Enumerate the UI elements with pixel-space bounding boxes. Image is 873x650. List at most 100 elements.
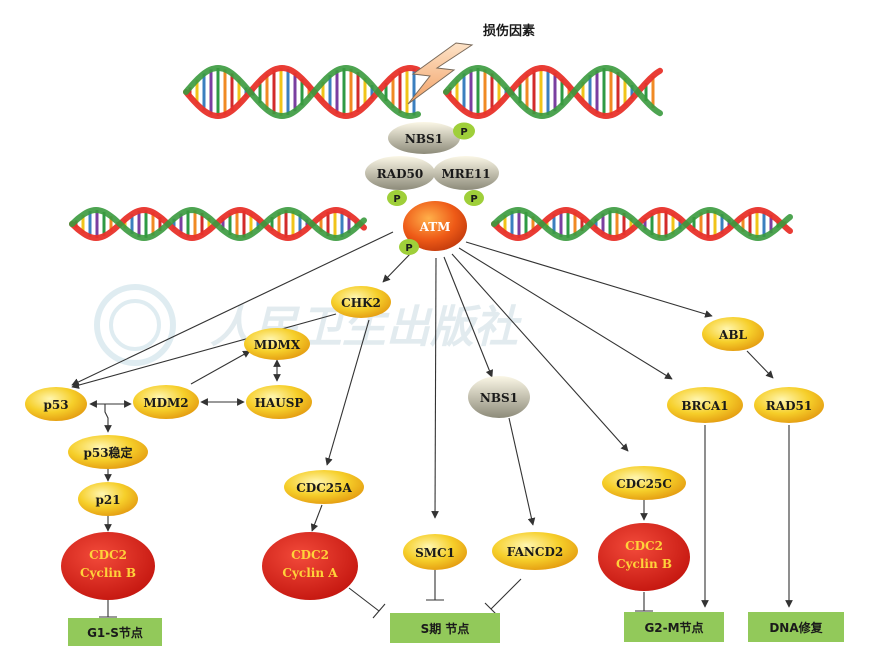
- endpoint-g2m-label: G2-M节点: [644, 620, 703, 635]
- node-cdc25c: [602, 466, 686, 500]
- node-cdc2-g1-line1: CDC2: [89, 548, 127, 562]
- node-cdc2-cyclina: [262, 532, 358, 600]
- node-cdc2-s-line1: CDC2: [291, 548, 329, 562]
- inhibit-fancd2-s: [484, 578, 522, 616]
- edge-abl-rad51: [746, 350, 774, 379]
- edge-p53-stable: [104, 404, 112, 433]
- node-p53-stable: [68, 435, 148, 469]
- dna-strand: [183, 64, 421, 120]
- edge-nbs1-fancd2: [508, 417, 536, 526]
- node-mdmx: [244, 328, 310, 360]
- endpoint-dna-repair-label: DNA修复: [769, 620, 823, 635]
- node-p53-stable-label: p53稳定: [83, 445, 132, 460]
- node-atm-label: ATM: [419, 220, 451, 234]
- endpoint-g1s-label: G1-S节点: [87, 625, 143, 640]
- node-mdm2: [133, 385, 199, 419]
- phospho-label: P: [460, 127, 467, 138]
- phospho-label: P: [470, 194, 477, 205]
- phospho-label: P: [393, 194, 400, 205]
- node-cdc2-g2-line2: Cyclin B: [616, 557, 672, 571]
- node-smc1: [403, 534, 467, 570]
- edge-atm-cdc25c: [451, 253, 629, 452]
- endpoint-g1s-box: [68, 618, 162, 646]
- dna-strand: [443, 64, 663, 120]
- edge-cdc25a-cdc2: [310, 504, 323, 532]
- node-p53-label: p53: [43, 398, 68, 412]
- node-atm: [403, 201, 467, 251]
- node-chk2-label: CHK2: [341, 296, 381, 310]
- inhibit-cdc2-g1s: [99, 600, 117, 618]
- dna-helix-group: [69, 64, 793, 242]
- dna-strand: [69, 206, 367, 242]
- node-rad50-label: RAD50: [377, 167, 423, 181]
- node-mdm2-label: MDM2: [143, 396, 188, 410]
- node-brca1: [667, 387, 743, 423]
- node-hausp: [246, 385, 312, 419]
- node-hausp-label: HAUSP: [255, 396, 304, 410]
- node-cdc2-cyclinb-g2: [598, 523, 690, 591]
- node-nbs1-mid-label: NBS1: [480, 391, 518, 405]
- phospho-badge: [399, 239, 419, 255]
- edge-chk2-p53: [71, 313, 337, 389]
- edge-atm-abl: [465, 241, 713, 318]
- dna-helix-mid-right: [491, 206, 793, 242]
- edge-mdm2-mdmx: [190, 350, 251, 385]
- inhibit-smc1-s: [426, 570, 444, 601]
- inhibit-cdc2-g2m: [635, 592, 653, 612]
- dna-helix-top-right: [443, 64, 663, 120]
- node-mre11-label: MRE11: [441, 167, 490, 181]
- phospho-badge: [464, 190, 484, 206]
- node-fancd2: [492, 532, 578, 570]
- p53-branch: CHK2 MDMX p53 MDM2 HAUSP p53稳定 p21 CDC2 …: [25, 286, 391, 600]
- dna-strand: [443, 64, 663, 120]
- phospho-label: P: [405, 243, 412, 254]
- node-brca1-label: BRCA1: [681, 399, 728, 413]
- node-nbs1-top-label: NBS1: [405, 132, 443, 146]
- mrn-complex: NBS1 P RAD50 MRE11 P P ATM P: [365, 122, 499, 255]
- node-cdc2-g2-line1: CDC2: [625, 539, 663, 553]
- phospho-badge: [453, 122, 475, 140]
- endpoint-s-box: [390, 613, 500, 643]
- edge-atm-p53: [71, 231, 394, 386]
- dna-helix-top-left: [183, 64, 421, 120]
- edge-chk2-cdc25a: [325, 319, 370, 466]
- node-cdc2-cyclinb-g1: [61, 532, 155, 600]
- edge-atm-brca1: [458, 247, 673, 380]
- endpoint-dna-repair-box: [748, 612, 844, 642]
- inhibit-cdc2-s: [348, 587, 386, 619]
- node-mre11: [433, 156, 499, 190]
- node-cdc25a-label: CDC25A: [296, 481, 352, 495]
- edge-atm-smc1: [431, 257, 439, 519]
- node-fancd2-label: FANCD2: [507, 545, 563, 559]
- edges: [71, 231, 793, 619]
- edge-atm-nbs1: [443, 256, 494, 378]
- node-nbs1-mid: [468, 376, 530, 418]
- node-rad50: [365, 156, 435, 190]
- node-rad51: [754, 387, 824, 423]
- s-phase-branch: CDC25A CDC2 Cyclin A SMC1 NBS1 FANCD2: [262, 376, 578, 600]
- endpoint-s-label: S期 节点: [421, 621, 470, 636]
- node-smc1-label: SMC1: [415, 546, 455, 560]
- node-mdmx-label: MDMX: [254, 338, 301, 352]
- damage-factor-label: 损伤因素: [483, 23, 535, 39]
- node-abl: [702, 317, 764, 351]
- lightning-bolt-icon: [407, 42, 474, 105]
- node-p53: [25, 387, 87, 421]
- dna-strand: [491, 206, 793, 242]
- node-p21-label: p21: [95, 493, 120, 507]
- edge-atm-chk2: [382, 251, 413, 283]
- node-rad51-label: RAD51: [766, 399, 812, 413]
- dna-helix-mid-left: [69, 206, 367, 242]
- node-abl-label: ABL: [718, 328, 747, 342]
- node-cdc2-g1-line2: Cyclin B: [80, 566, 136, 580]
- endpoint-g2m-box: [624, 612, 724, 642]
- g2m-branch: CDC25C CDC2 Cyclin B BRCA1 ABL RAD51: [598, 317, 824, 591]
- node-cdc2-s-line2: Cyclin A: [282, 566, 338, 580]
- publisher-watermark: 人民卫生出版社: [94, 284, 522, 366]
- node-chk2: [331, 286, 391, 318]
- node-cdc25a: [284, 470, 364, 504]
- phospho-badge: [387, 190, 407, 206]
- node-nbs1-top: [388, 122, 460, 154]
- endpoints: G1-S节点 S期 节点 G2-M节点 DNA修复: [68, 612, 844, 646]
